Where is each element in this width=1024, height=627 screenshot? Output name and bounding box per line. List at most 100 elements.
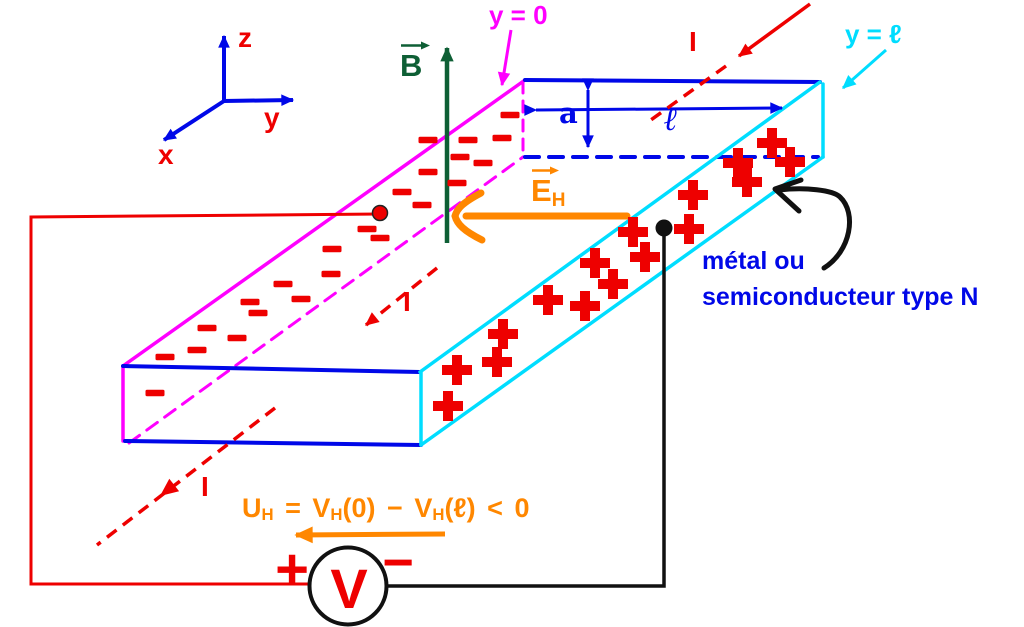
formula-minus: − [387,493,403,523]
formula-U: U [242,493,262,523]
coordinate-axes [162,34,295,142]
minus-charge [418,136,438,144]
minus-charge [450,153,470,161]
minus-charge [227,334,247,342]
b-field-symbol: B [400,48,423,83]
current-dashed-top [646,64,728,124]
current-label-top: I [689,26,697,57]
minus-charge [473,159,493,167]
width-dimension-label: ℓ [664,100,678,138]
current-dashed-bottom [95,406,277,547]
left-contact-dot [371,204,389,222]
minus-charge [197,324,217,332]
width-dimension-arrow [524,102,784,116]
current-arrow-top [737,2,812,58]
minus-charge [370,234,390,242]
slab-front-bottom-edge [123,439,423,447]
vector-arrow-icon [532,166,559,175]
current-arrowhead-bottom [160,478,180,496]
thickness-dimension-label: a [559,96,578,130]
slab-bottom-right-edge [419,155,825,447]
minus-charge [458,136,478,144]
minus-charge [291,295,311,303]
hall-field-subscript: H [551,190,566,211]
hall-voltage-formula: UH = VH(0) − VH(ℓ) < 0 [242,495,529,524]
current-label-bottom: I [201,471,209,502]
plus-charge [482,347,512,377]
vector-arrow-icon [401,41,430,50]
voltmeter-body [307,545,389,627]
material-label-line2: semiconducteur type N [702,283,979,311]
x-axis-label: x [158,139,174,170]
minus-charge [187,346,207,354]
minus-charge [492,134,512,142]
right-circuit-wire [387,230,666,588]
plus-charge [442,355,472,385]
minus-charge [322,245,342,253]
y-ell-face-label: y = ℓ [845,19,902,49]
current-label-middle: I [403,286,411,317]
hall-field-label: EH [531,166,565,210]
slab-hidden-bottom-left-edge [127,155,525,445]
minus-charge [248,309,268,317]
minus-charge [155,353,175,361]
left-circuit-wire [29,212,381,586]
current-arrows [95,2,812,547]
y-zero-face-label: y = 0 [489,0,548,30]
minus-charge [321,270,341,278]
formula-V1-sub: H [330,505,343,524]
voltmeter-symbol: V [330,557,368,620]
minus-charge [357,225,377,233]
voltmeter-plus-terminal: + [275,536,309,602]
plus-charge [630,242,660,272]
formula-V1: V [312,493,331,523]
plus-charge [433,391,463,421]
minus-charge [392,188,412,196]
minus-charge [447,179,467,187]
y-axis-arrow [223,94,295,107]
current-arrow-middle [364,266,439,327]
formula-less-than: < [487,493,503,523]
formula-V2-sub: H [432,505,445,524]
yl-pointer-arrow [842,48,887,90]
slab-front-top-edge [121,364,422,374]
plus-charge [775,147,805,177]
plus-charge [723,148,753,178]
minus-charge [240,298,260,306]
minus-charge [412,201,432,209]
slab-top-left-edge [121,78,527,368]
hall-field-symbol: E [531,173,552,208]
plus-charge [674,214,704,244]
formula-zero: 0 [514,493,530,523]
formula-V1-arg: (0) [342,493,376,523]
hall-voltage-direction-arrow [294,526,446,544]
plus-charge [533,285,563,315]
formula-V2-arg: (ℓ) [444,493,476,523]
minus-charge [145,389,165,397]
plus-charge [580,248,610,278]
x-axis-arrow [162,99,226,142]
plus-charge [678,180,708,210]
plus-charge [618,217,648,247]
y-axis-label: y [264,102,280,133]
material-pointer-arrow [772,177,852,271]
hall-field-arrow [451,189,631,244]
minus-charge [273,280,293,288]
slab-back-top-edge [523,78,822,84]
plus-charges-group [433,128,805,421]
z-axis-label: z [238,22,252,53]
minus-charge [418,168,438,176]
formula-equals: = [285,493,301,523]
formula-U-sub: H [261,505,274,524]
formula-V2: V [414,493,433,523]
y0-pointer-arrow [497,29,513,87]
plus-charge [732,167,762,197]
voltmeter-minus-terminal: − [382,532,414,593]
plus-charge [757,128,787,158]
right-contact-dot [655,219,673,237]
material-label-line1: métal ou [702,247,805,275]
minus-charges-group [145,111,520,397]
plus-charge [598,269,628,299]
